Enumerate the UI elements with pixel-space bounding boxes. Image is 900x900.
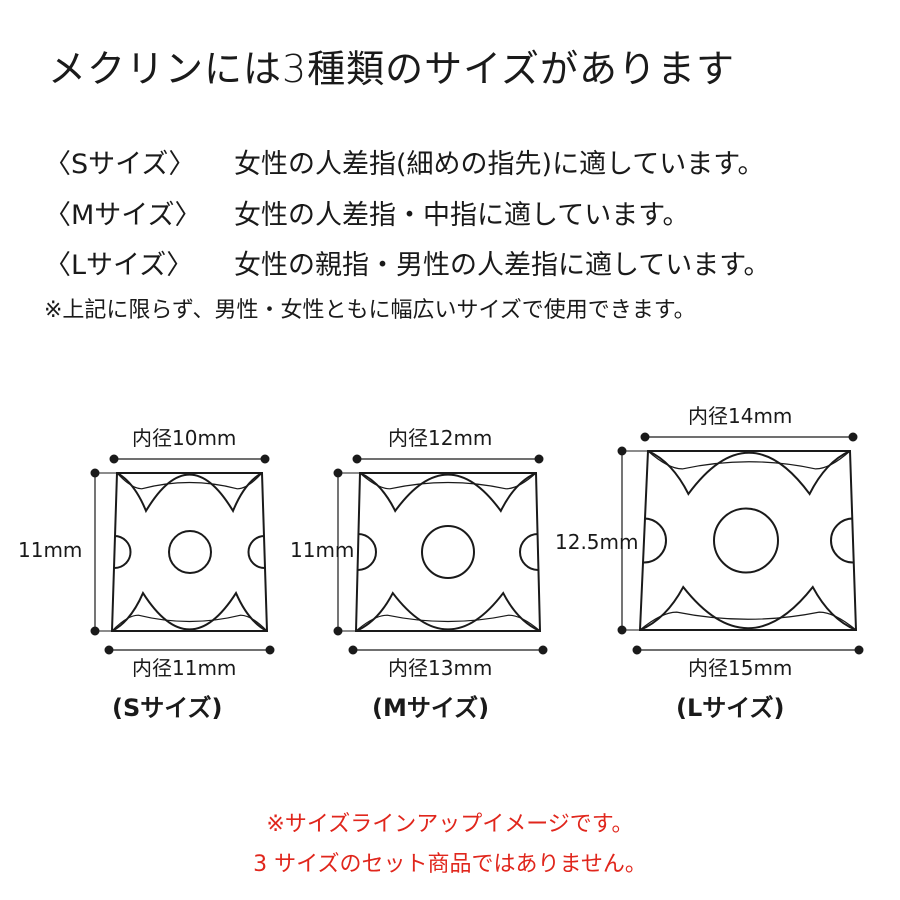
usage-note: ※上記に限らず、男性・女性ともに幅広いサイズで使用できます。 (44, 298, 696, 323)
side-notch-right (247, 535, 265, 569)
l-caption: (Lサイズ) (676, 694, 785, 722)
center-hole (168, 530, 212, 574)
l-bottom-dim: 内径15mm (688, 656, 793, 680)
center-hole (713, 507, 779, 574)
scallop-inner-edge (111, 614, 268, 632)
size-desc: 女性の人差指(細めの指先)に適しています。 (234, 149, 765, 180)
scallop-inner-edge (355, 614, 541, 632)
scallop-edge (639, 585, 857, 631)
page-title: メクリンには3種類のサイズがあります (48, 47, 736, 91)
s-bottom-dim: 内径11mm (132, 656, 237, 680)
disclaimer-line-1: ※サイズラインアップイメージです。 (266, 812, 634, 837)
scallop-edge (647, 450, 851, 496)
scallop-edge (116, 472, 263, 514)
dimension-dot (109, 454, 119, 464)
size-row-l: 〈Lサイズ〉 女性の親指・男性の人差指に適しています。 (44, 243, 771, 282)
dimension-dot (104, 645, 114, 655)
disclaimer-line-2: 3 サイズのセット商品ではありません。 (253, 852, 647, 877)
dimension-dot (348, 645, 358, 655)
size-label: 〈Sサイズ〉 (44, 149, 196, 180)
dimension-dot (632, 645, 642, 655)
s-top-dim: 内径10mm (132, 426, 237, 450)
s-caption: (Sサイズ) (112, 694, 223, 722)
dimension-dot (848, 432, 858, 442)
dimension-dot (538, 645, 548, 655)
size-label: 〈Mサイズ〉 (44, 200, 202, 231)
scallop-edge (359, 472, 537, 513)
dimension-dot (265, 645, 275, 655)
size-label: 〈Lサイズ〉 (44, 250, 194, 281)
scallop-inner-edge (647, 450, 851, 470)
dimension-dot (352, 454, 362, 464)
l-height-dim: 12.5mm (555, 530, 639, 554)
dimension-dot (534, 454, 544, 464)
side-notch-right (519, 533, 539, 571)
m-caption: (Mサイズ) (372, 694, 490, 722)
size-row-s: 〈Sサイズ〉 女性の人差指(細めの指先)に適しています。 (44, 142, 765, 181)
side-notch-left (643, 517, 667, 564)
scallop-inner-edge (359, 472, 537, 490)
scallop-inner-edge (116, 472, 263, 490)
s-height-dim: 11mm (18, 538, 83, 562)
size-desc: 女性の親指・男性の人差指に適しています。 (234, 250, 771, 281)
size-row-m: 〈Mサイズ〉 女性の人差指・中指に適しています。 (44, 193, 690, 232)
scallop-inner-edge (639, 611, 857, 631)
center-hole (421, 525, 475, 579)
side-notch-right (830, 517, 854, 564)
side-notch-left (357, 533, 377, 571)
scallop-edge (111, 590, 268, 632)
scallop-edge (355, 591, 541, 632)
dimension-dot (854, 645, 864, 655)
dimension-dot (260, 454, 270, 464)
l-top-dim: 内径14mm (688, 404, 793, 428)
m-bottom-dim: 内径13mm (388, 656, 493, 680)
m-height-dim: 11mm (290, 538, 355, 562)
size-desc: 女性の人差指・中指に適しています。 (234, 200, 690, 231)
m-top-dim: 内径12mm (388, 426, 493, 450)
side-notch-left (114, 535, 132, 569)
dimension-dot (640, 432, 650, 442)
